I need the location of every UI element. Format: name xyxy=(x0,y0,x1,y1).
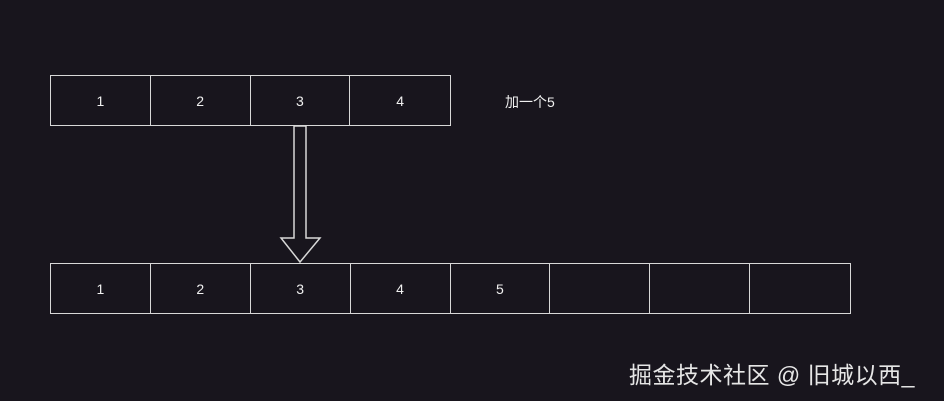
add-element-note: 加一个5 xyxy=(505,94,555,110)
array-cell: 3 xyxy=(251,76,351,125)
array-cell: 2 xyxy=(151,264,251,313)
array-cell: 1 xyxy=(51,76,151,125)
watermark: 掘金技术社区 @ 旧城以西_ xyxy=(629,362,915,388)
array-cell: 2 xyxy=(151,76,251,125)
down-arrow-icon xyxy=(279,125,322,264)
array-cell: 4 xyxy=(351,264,451,313)
array-cell: 1 xyxy=(51,264,151,313)
array-cell-empty xyxy=(650,264,751,313)
array-cell: 5 xyxy=(451,264,551,313)
array-cell: 4 xyxy=(396,92,405,109)
array-cell-empty xyxy=(550,264,651,313)
expanded-array: 1 2 3 4 5 xyxy=(50,263,851,314)
original-array: 1 2 3 4 xyxy=(50,75,451,126)
array-cell-empty xyxy=(750,264,850,313)
array-cell: 3 xyxy=(251,264,351,313)
